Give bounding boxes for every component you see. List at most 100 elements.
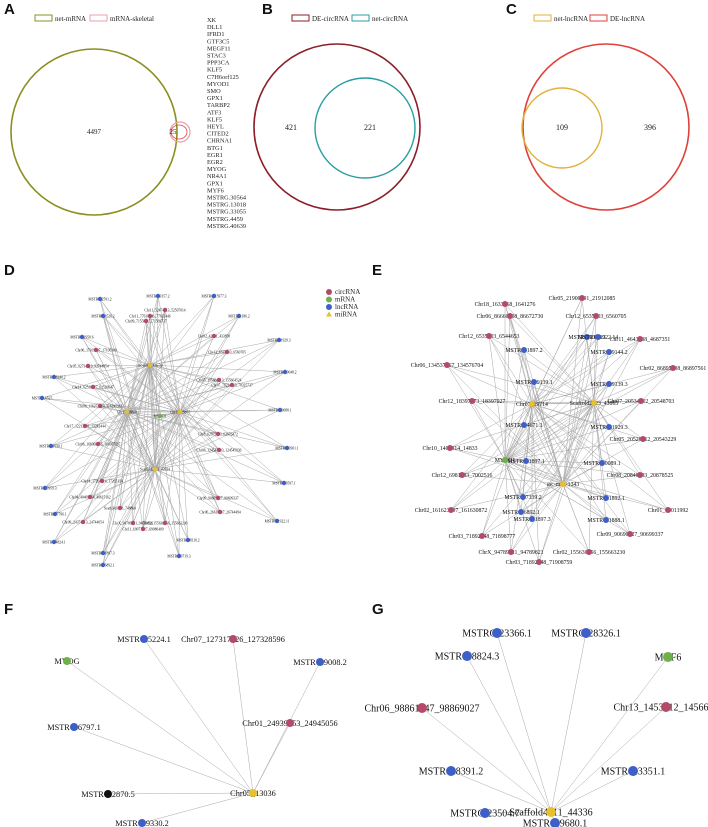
network-edge (421, 707, 552, 813)
network-edge (504, 336, 599, 461)
network-edge (484, 811, 552, 814)
network-edge (179, 315, 240, 413)
network-node (95, 441, 101, 447)
network-node (63, 657, 71, 665)
network-node (606, 349, 612, 355)
network-node (469, 398, 475, 404)
network-node (87, 494, 93, 500)
network-edge (44, 364, 151, 489)
network-node (104, 790, 112, 798)
network-node (99, 478, 105, 484)
network-edge (504, 338, 641, 461)
venn-a-overlap-count: 25 (170, 128, 178, 136)
network-edge (154, 409, 281, 470)
network-node (606, 424, 612, 430)
network-edge (54, 364, 151, 515)
network-node (531, 379, 537, 385)
network-edge (562, 402, 595, 485)
network-edge (538, 483, 564, 563)
network-edge (531, 403, 540, 563)
network-edge (53, 364, 151, 378)
network-edge (504, 303, 533, 405)
network-edge (126, 411, 161, 417)
network-edge (179, 379, 220, 413)
network-node (162, 307, 168, 313)
panel-label-d: D (4, 262, 15, 279)
panel-label-f: F (4, 601, 13, 618)
network-node (215, 495, 221, 501)
network-node (560, 481, 566, 487)
venn-b-legend-1: DE-circRNA (312, 15, 349, 23)
venn-b-legend-swatch-1 (291, 14, 310, 22)
network-edge (53, 364, 151, 543)
network-edge (531, 403, 641, 476)
network-edge (531, 336, 588, 405)
gene-list-item: MSTRG.40639 (207, 223, 246, 230)
network-node (143, 318, 149, 324)
network-edge (593, 402, 644, 440)
network-edge (446, 364, 506, 461)
venn-b-legend-2: net-circRNA (372, 15, 408, 23)
gene-list-item: HEYL (207, 124, 224, 131)
network-edges (66, 638, 321, 824)
network-edge (179, 411, 288, 449)
network-edge (126, 379, 220, 413)
network-edge (154, 468, 180, 557)
network-node (507, 313, 513, 319)
venn-b-legend-swatch-2 (351, 14, 370, 22)
network-edges (41, 295, 288, 566)
network-edge (593, 315, 597, 404)
gene-list-item: EGR2 (207, 159, 223, 166)
legend-label: lncRNA (335, 303, 358, 311)
venn-a-legend-swatch-1 (34, 14, 53, 22)
network-edge (126, 411, 156, 470)
network-edge (449, 447, 506, 461)
network-edge (179, 411, 278, 522)
network-node (140, 635, 148, 643)
legend-marker (326, 289, 332, 295)
network-edge (53, 411, 128, 543)
gene-list-item: GPX1 (207, 180, 223, 187)
network-node (162, 520, 168, 526)
network-edge (450, 459, 506, 511)
network-edge (50, 411, 128, 447)
network-node (249, 789, 257, 797)
network-edge (471, 400, 533, 405)
legend-marker (326, 311, 332, 317)
network-node (606, 381, 612, 387)
network-edge (179, 351, 228, 413)
network-node (446, 766, 456, 776)
network-node (97, 296, 103, 302)
network-node (152, 466, 158, 472)
network-edge (531, 315, 597, 405)
network-node (637, 472, 643, 478)
network-edge (119, 364, 151, 509)
network-node (176, 553, 182, 559)
gene-list-item: MSTRG.30564 (207, 195, 247, 202)
network-edge (89, 411, 181, 498)
network-edge (504, 336, 588, 461)
network-edge (99, 405, 181, 413)
venn-c-circle-net (521, 87, 603, 169)
network-edge (496, 632, 552, 813)
network-edge (154, 468, 219, 499)
network-edge (154, 468, 166, 524)
network-edge (450, 402, 595, 511)
network-edge (99, 298, 151, 366)
network-edge (481, 459, 506, 537)
network-edge (550, 656, 669, 813)
network-node (462, 651, 472, 661)
network-edge (102, 315, 181, 413)
panel-label-a: A (4, 1, 15, 18)
network-edge (504, 383, 610, 461)
network-node (85, 363, 91, 369)
gene-list-item: MYOG (207, 166, 227, 173)
network-edge (142, 411, 181, 530)
network-node (216, 377, 222, 383)
network-edge (149, 315, 240, 366)
network-edge (509, 315, 595, 404)
network-edge (562, 483, 669, 511)
network-edge (53, 468, 156, 543)
gene-list-item: XK (207, 17, 217, 24)
network-node (51, 539, 57, 545)
